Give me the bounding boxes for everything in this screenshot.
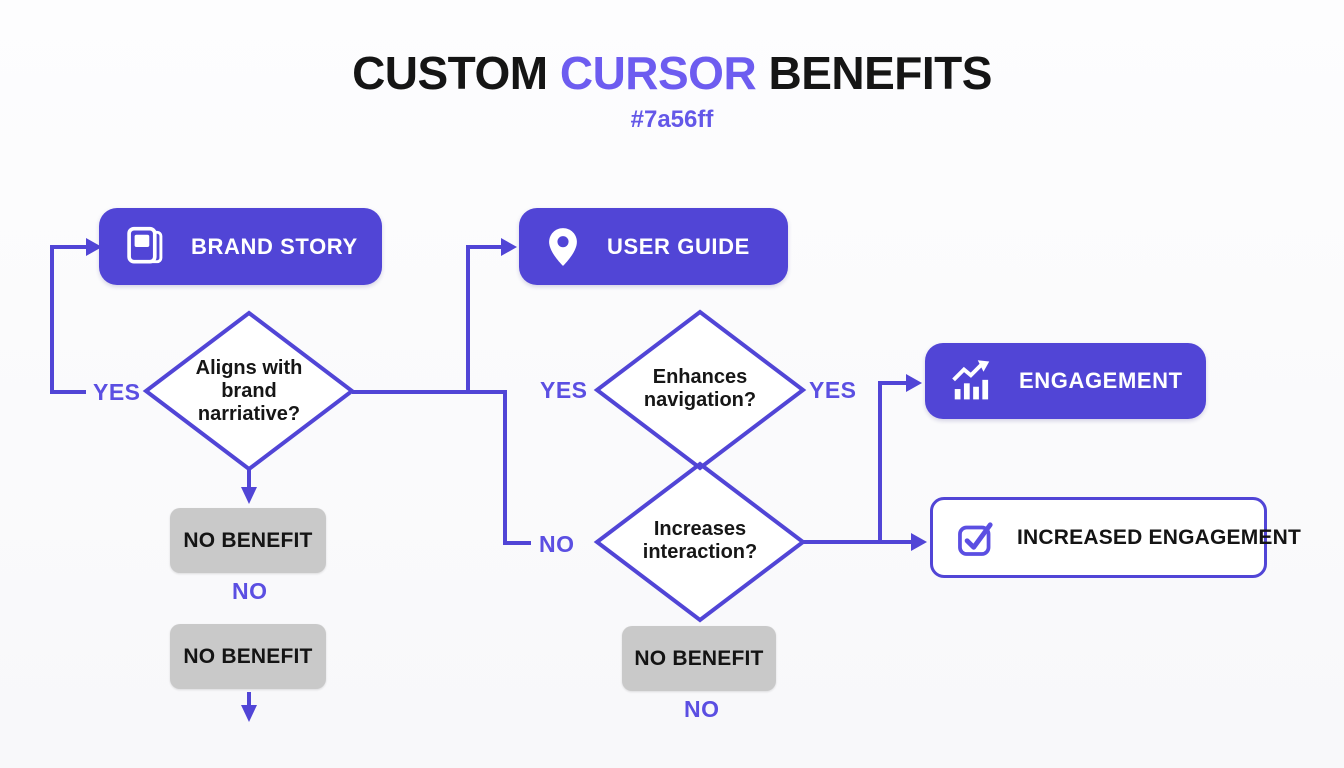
node-no-benefit-left-2: NO BENEFIT xyxy=(170,624,326,689)
decision-brand-label: Aligns with brand narriative? xyxy=(195,357,303,425)
checkbox-icon xyxy=(958,521,993,556)
edge-label-yes-brand: YES xyxy=(93,379,141,405)
arrowhead-no-benefit-left xyxy=(241,487,257,504)
chart-up-icon xyxy=(952,360,990,400)
arrowhead-user-guide xyxy=(501,238,517,256)
edge-label-yes-navigation-right: YES xyxy=(809,377,857,403)
edge-label-yes-navigation-left: YES xyxy=(540,377,588,403)
decision-brand-diamond xyxy=(142,310,356,472)
node-label: USER GUIDE xyxy=(607,233,750,259)
node-user-guide: USER GUIDE xyxy=(519,208,788,285)
node-label: BRAND STORY xyxy=(191,233,358,259)
title-word2: BENEFITS xyxy=(768,47,992,99)
arrowhead-bottom-left xyxy=(241,705,257,722)
node-label: ENGAGEMENT xyxy=(1019,368,1183,393)
title-word1: CUSTOM xyxy=(352,47,548,99)
node-brand-story: BRAND STORY xyxy=(99,208,382,285)
title-accent-word: CURSOR xyxy=(559,47,757,99)
arrowhead-increased-engagement xyxy=(911,533,927,551)
map-pin-icon xyxy=(549,227,577,266)
node-engagement: ENGAGEMENT xyxy=(925,343,1206,419)
edge-label-no-left-column: NO xyxy=(232,578,268,604)
node-label: INCREASED ENGAGEMENT xyxy=(1017,525,1302,549)
decision-interaction-label: Increases interaction? xyxy=(642,518,758,563)
edge-label-no-interaction: NO xyxy=(539,531,575,557)
node-increased-engagement: INCREASED ENGAGEMENT xyxy=(930,497,1301,578)
color-code-subtitle: #7a56ff xyxy=(630,106,714,133)
decision-navigation-diamond xyxy=(593,309,807,471)
arrowhead-engagement xyxy=(906,374,922,392)
decision-interaction-diamond xyxy=(593,461,807,623)
node-no-benefit-left-1: NO BENEFIT xyxy=(170,508,326,573)
edge-label-no-middle: NO xyxy=(684,696,720,722)
book-icon xyxy=(127,226,163,263)
page-title: CUSTOM CURSOR BENEFITS xyxy=(0,46,1344,100)
edge-up-to-user-guide xyxy=(466,245,501,392)
edge-brand-right xyxy=(352,390,531,545)
edge-yes-to-brand-story xyxy=(50,245,86,394)
arrowhead-brand-story xyxy=(86,238,102,256)
decision-navigation-label: Enhances navigation? xyxy=(643,366,757,411)
edge-up-to-engagement xyxy=(878,381,906,542)
node-no-benefit-middle: NO BENEFIT xyxy=(622,626,776,691)
